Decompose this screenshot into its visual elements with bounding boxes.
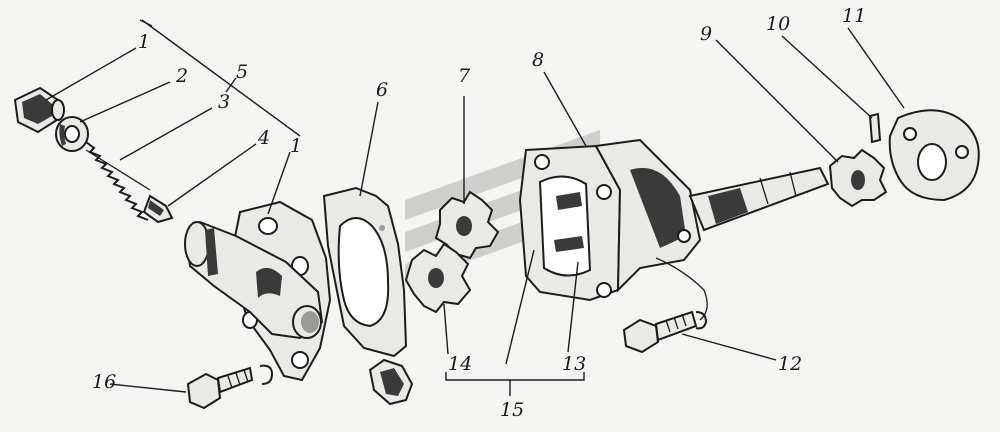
label-13: 13 — [562, 353, 586, 375]
bolt-part-16 — [186, 366, 254, 410]
flange-gasket-part-11 — [888, 109, 980, 202]
bolt-part-12 — [622, 310, 708, 354]
plunger-part-4 — [142, 194, 174, 224]
label-12: 12 — [778, 353, 802, 375]
pump-cover-part-1 — [184, 200, 332, 382]
label-11: 11 — [842, 5, 866, 27]
label-5: 5 — [236, 61, 248, 83]
spring-washer — [259, 364, 274, 385]
gasket-part-6 — [322, 186, 408, 358]
label-4: 4 — [257, 127, 270, 149]
drive-gear-part-9 — [828, 148, 888, 208]
washer-part-2 — [55, 116, 89, 152]
callout-labels: 1 2 3 4 5 1 6 7 8 9 10 11 12 13 14 15 16 — [92, 5, 866, 421]
label-2: 2 — [175, 65, 188, 87]
label-1-cover: 1 — [290, 135, 302, 157]
locking-wire — [655, 257, 708, 321]
pump-body-part-8 — [518, 138, 830, 302]
label-10: 10 — [766, 13, 790, 35]
label-1-top: 1 — [138, 31, 150, 53]
label-7: 7 — [458, 65, 471, 87]
pin-part-10 — [868, 112, 882, 144]
label-3: 3 — [218, 91, 230, 113]
label-14: 14 — [448, 353, 472, 375]
label-9: 9 — [700, 23, 712, 45]
leader-lines — [45, 19, 905, 396]
gear-part-14 — [404, 242, 472, 314]
gear-part-7 — [434, 190, 500, 260]
label-8: 8 — [532, 49, 544, 71]
spring-part-3 — [85, 141, 151, 221]
label-6: 6 — [376, 79, 388, 101]
label-16: 16 — [92, 371, 116, 393]
label-15: 15 — [500, 399, 524, 421]
nut — [368, 358, 414, 406]
